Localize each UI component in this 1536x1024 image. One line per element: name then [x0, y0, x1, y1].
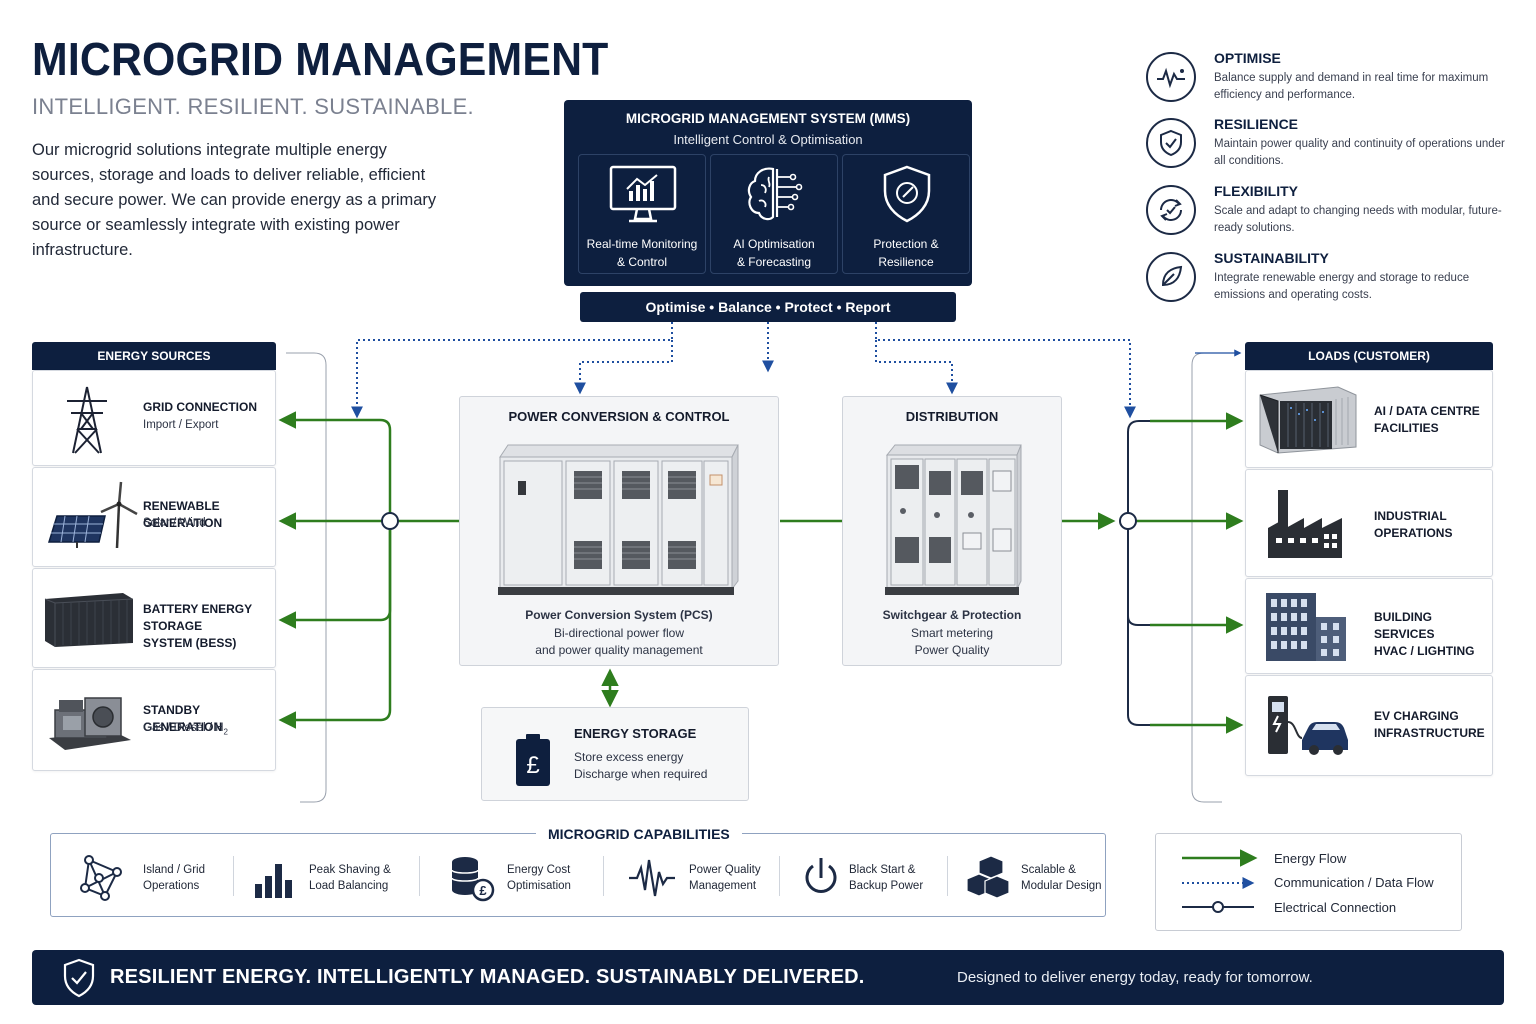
transmission-tower-icon [67, 386, 107, 454]
legend-electrical: Electrical Connection [1274, 900, 1397, 915]
footer-tagline: RESILIENT ENERGY. INTELLIGENTLY MANAGED.… [110, 966, 865, 988]
switchgear-illustration [885, 444, 1022, 595]
svg-text:£: £ [526, 752, 539, 779]
feature-flexibility: FLEXIBILITY Scale and adapt to changing … [1146, 183, 1516, 243]
protection-shield-icon [883, 165, 931, 223]
resilience-shield-icon [1146, 118, 1196, 168]
battery-container-icon [44, 593, 134, 647]
footer-banner: RESILIENT ENERGY. INTELLIGENTLY MANAGED.… [32, 950, 1504, 1005]
capabilities-title: MICROGRID CAPABILITIES [536, 826, 742, 842]
flexibility-arrows-icon [1146, 185, 1196, 235]
energy-storage-panel: £ ENERGY STORAGE Store excess energy Dis… [481, 707, 749, 801]
legend-swatches [1182, 849, 1258, 913]
energy-sources-header: ENERGY SOURCES [32, 342, 276, 370]
solar-wind-icon [47, 481, 138, 549]
legend-energy-flow: Energy Flow [1274, 851, 1347, 866]
loads-header: LOADS (CUSTOMER) [1245, 342, 1493, 370]
mms-cell-protection: Protection &Resilience [842, 154, 970, 274]
buildings-icon [1266, 593, 1346, 661]
mms-cell-monitoring: Real-time Monitoring& Control [578, 154, 706, 274]
monitor-chart-icon [609, 165, 677, 223]
feature-sustainability: SUSTAINABILITY Integrate renewable energ… [1146, 250, 1516, 310]
coins-pound-icon: £ [451, 857, 495, 902]
legend-panel: Energy Flow Communication / Data Flow El… [1155, 833, 1462, 931]
footer-shield-icon [63, 958, 95, 998]
distribution-panel: DISTRIBUTION Switchgear & Protection Sma… [842, 396, 1062, 666]
bar-chart-icon [255, 864, 292, 898]
pcs-cabinet-illustration [498, 444, 739, 595]
distribution-title: DISTRIBUTION [905, 409, 999, 424]
power-conversion-title: POWER CONVERSION & CONTROL [508, 409, 730, 424]
feature-optimise: OPTIMISE Balance supply and demand in re… [1146, 50, 1516, 110]
mms-title: MICROGRID MANAGEMENT SYSTEM (MMS) [625, 111, 911, 126]
source-renewable-generation[interactable]: RENEWABLE GENERATION Solar / Wind [32, 467, 276, 567]
svg-text:£: £ [479, 883, 487, 898]
source-standby-generation[interactable]: STANDBY GENERATION Gas / Diesel / H2 [32, 669, 276, 771]
intro-paragraph: Our microgrid solutions integrate multip… [32, 141, 437, 259]
page-subtitle: INTELLIGENT. RESILIENT. SUSTAINABLE. [32, 94, 474, 119]
generator-icon [49, 697, 131, 750]
legend-communication: Communication / Data Flow [1274, 875, 1434, 890]
network-nodes-icon [80, 855, 122, 901]
optimise-pulse-icon [1146, 52, 1196, 102]
battery-pound-icon: £ [516, 734, 550, 786]
source-grid-connection[interactable]: GRID CONNECTION Import / Export [32, 370, 276, 466]
cubes-icon [967, 855, 1010, 899]
power-button-icon [805, 858, 837, 893]
mms-panel: MICROGRID MANAGEMENT SYSTEM (MMS) Intell… [564, 100, 972, 286]
data-centre-icon [1259, 386, 1357, 454]
feature-resilience: RESILIENCE Maintain power quality and co… [1146, 116, 1516, 176]
sustainability-leaf-icon [1146, 252, 1196, 302]
footer-statement: Designed to deliver energy today, ready … [957, 969, 1313, 986]
power-conversion-panel: POWER CONVERSION & CONTROL Power Convers… [459, 396, 779, 666]
ev-charging-icon [1268, 696, 1348, 755]
mms-cell-ai: AI Optimisation& Forecasting [710, 154, 838, 274]
mms-functions-bar: Optimise • Balance • Protect • Report [580, 292, 956, 322]
page-title: MICROGRID MANAGEMENT [32, 33, 609, 85]
ai-brain-icon [747, 167, 803, 221]
mms-subtitle: Intelligent Control & Optimisation [673, 132, 863, 147]
waveform-icon [629, 859, 675, 897]
factory-icon [1268, 490, 1342, 558]
